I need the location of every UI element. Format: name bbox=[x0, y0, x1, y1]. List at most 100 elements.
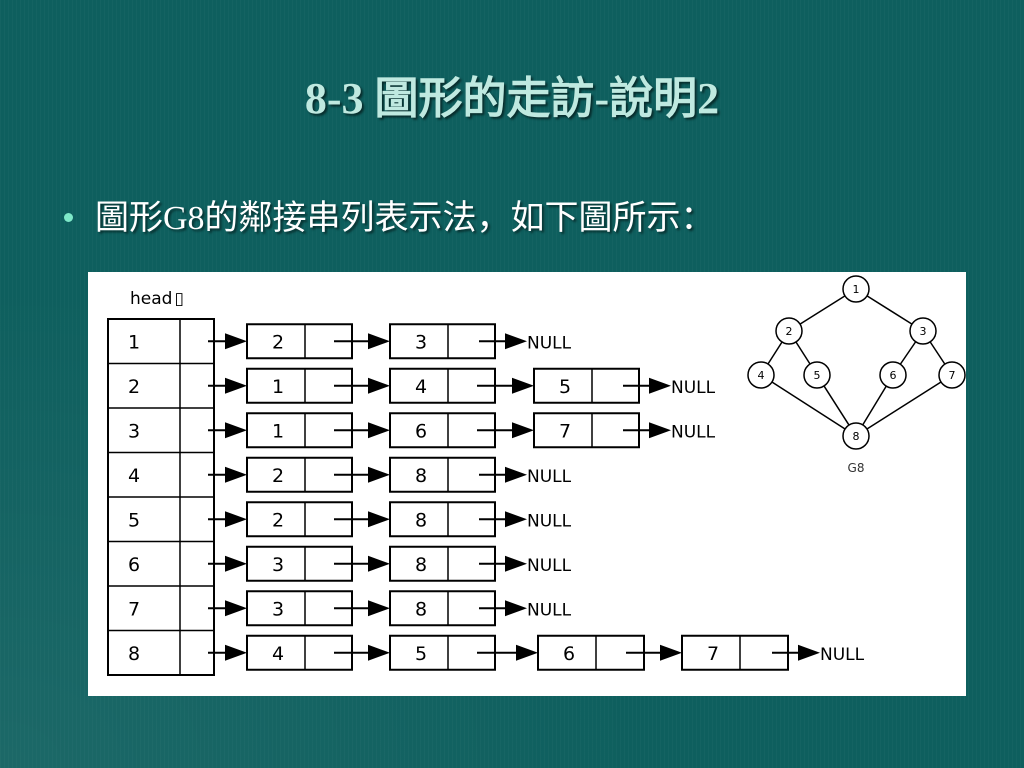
bullet-text: 圖形G8的鄰接串列表示法，如下圖所示： bbox=[95, 200, 715, 237]
graph-node bbox=[879, 361, 907, 389]
graph-edge bbox=[866, 381, 942, 430]
graph-node bbox=[775, 317, 803, 345]
list-node-value: 8 bbox=[415, 465, 427, 487]
graph-node bbox=[747, 361, 775, 389]
list-node-value: 1 bbox=[272, 420, 284, 442]
list-node-value: 2 bbox=[272, 465, 284, 487]
graph-g8: 1 2 3 4 5 6 7 8 bbox=[747, 275, 966, 450]
graph-node-label: 3 bbox=[920, 325, 927, 338]
graph-node-label: 2 bbox=[786, 325, 793, 338]
head-vertex-label: 5 bbox=[128, 509, 140, 531]
pointer-arrow-head bbox=[368, 644, 390, 661]
list-node-value: 2 bbox=[272, 509, 284, 531]
null-label: NULL bbox=[527, 467, 572, 487]
pointer-arrow-head bbox=[512, 377, 534, 394]
graph-node bbox=[909, 317, 937, 345]
graph-edge bbox=[795, 341, 811, 365]
null-label: NULL bbox=[671, 422, 716, 442]
null-arrow-head bbox=[798, 644, 820, 661]
list-node-value: 2 bbox=[272, 331, 284, 353]
list-node-value: 5 bbox=[559, 376, 571, 398]
pointer-arrow-head bbox=[225, 466, 247, 483]
graph-node-label: 8 bbox=[853, 430, 860, 443]
head-vertex-label: 6 bbox=[128, 554, 140, 576]
list-node-value: 7 bbox=[559, 420, 571, 442]
null-arrow-head bbox=[505, 511, 527, 528]
head-vertex-label: 1 bbox=[128, 331, 140, 353]
pointer-arrow-head bbox=[225, 555, 247, 572]
graph-node-label: 7 bbox=[949, 369, 956, 382]
null-arrow-head bbox=[505, 333, 527, 350]
graph-edge bbox=[799, 295, 846, 325]
pointer-arrow-head bbox=[225, 600, 247, 617]
null-label: NULL bbox=[527, 511, 572, 531]
pointer-arrow-head bbox=[225, 377, 247, 394]
null-label: NULL bbox=[527, 600, 572, 620]
null-arrow-head bbox=[649, 377, 671, 394]
graph-edge bbox=[929, 341, 946, 365]
null-label: NULL bbox=[527, 333, 572, 353]
list-node-value: 8 bbox=[415, 598, 427, 620]
list-node-value: 4 bbox=[272, 643, 284, 665]
head-vertex-label: 8 bbox=[128, 643, 140, 665]
pointer-arrow-head bbox=[512, 422, 534, 439]
graph-edge bbox=[823, 385, 850, 426]
list-node-value: 6 bbox=[563, 643, 575, 665]
pointer-arrow-head bbox=[368, 600, 390, 617]
graph-edge bbox=[771, 381, 846, 430]
head-vertex-label: 7 bbox=[128, 598, 140, 620]
null-label: NULL bbox=[527, 556, 572, 576]
graph-node bbox=[938, 361, 966, 389]
graph-node-label: 6 bbox=[890, 369, 897, 382]
pointer-arrow-head bbox=[368, 377, 390, 394]
list-node-value: 3 bbox=[272, 598, 284, 620]
pointer-arrow-head bbox=[368, 555, 390, 572]
pointer-arrow-head bbox=[368, 333, 390, 350]
list-node-value: 7 bbox=[707, 643, 719, 665]
null-arrow-head bbox=[505, 600, 527, 617]
list-node-value: 5 bbox=[415, 643, 427, 665]
graph-edge bbox=[767, 341, 783, 365]
graph-node-label: 5 bbox=[814, 369, 821, 382]
graph-node bbox=[842, 275, 870, 303]
pointer-arrow-head bbox=[225, 333, 247, 350]
graph-edge bbox=[862, 385, 887, 426]
graph-node bbox=[842, 422, 870, 450]
list-node-value: 1 bbox=[272, 376, 284, 398]
graph-edge bbox=[899, 341, 917, 365]
pointer-arrow-head bbox=[368, 511, 390, 528]
list-node-value: 4 bbox=[415, 376, 427, 398]
list-node-value: 8 bbox=[415, 509, 427, 531]
pointer-arrow-head bbox=[516, 644, 538, 661]
head-vertex-label: 2 bbox=[128, 376, 140, 398]
graph-node bbox=[803, 361, 831, 389]
list-node-value: 3 bbox=[272, 554, 284, 576]
graph-node-label: 4 bbox=[758, 369, 765, 382]
pointer-arrow-head bbox=[368, 422, 390, 439]
graph-edge bbox=[866, 295, 913, 325]
null-arrow-head bbox=[649, 422, 671, 439]
slide-title: 8-3 圖形的走訪-說明2 bbox=[304, 74, 720, 123]
pointer-arrow-head bbox=[225, 422, 247, 439]
list-node-value: 3 bbox=[415, 331, 427, 353]
pointer-arrow-head bbox=[225, 511, 247, 528]
graph-node-label: 1 bbox=[853, 283, 860, 296]
list-node-value: 8 bbox=[415, 554, 427, 576]
null-arrow-head bbox=[505, 555, 527, 572]
graph-label: G8 bbox=[848, 461, 865, 475]
bullet-dot-icon bbox=[64, 212, 73, 222]
null-arrow-head bbox=[505, 466, 527, 483]
null-label: NULL bbox=[671, 378, 716, 398]
pointer-arrow-head bbox=[660, 644, 682, 661]
null-label: NULL bbox=[820, 645, 865, 665]
pointer-arrow-head bbox=[368, 466, 390, 483]
bullet-item: 圖形G8的鄰接串列表示法，如下圖所示： bbox=[64, 190, 715, 239]
head-vertex-label: 3 bbox=[128, 420, 140, 442]
head-label: head▯ bbox=[130, 289, 184, 309]
list-node-value: 6 bbox=[415, 420, 427, 442]
pointer-arrow-head bbox=[225, 644, 247, 661]
head-vertex-label: 4 bbox=[128, 465, 140, 487]
